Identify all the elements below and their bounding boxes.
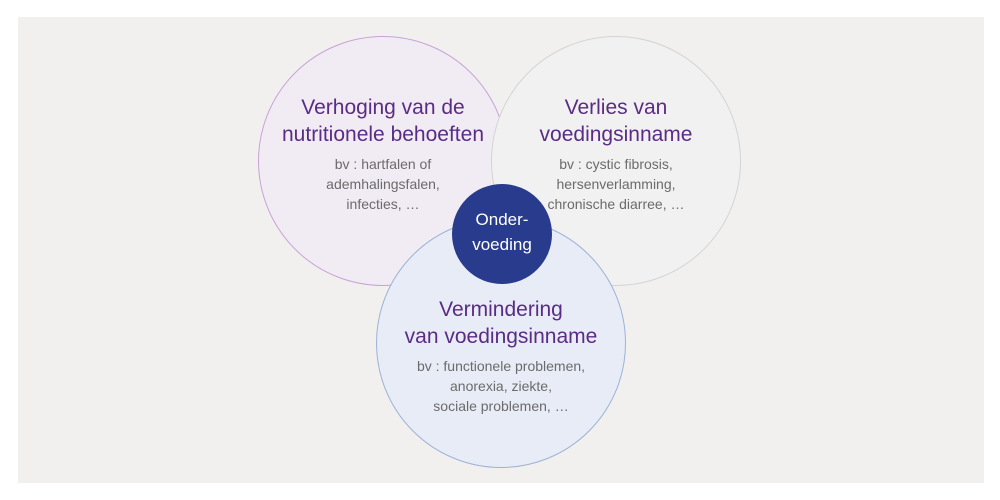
loss-of-intake-example-line: chronische diarree, … <box>547 196 685 212</box>
loss-of-intake-example-line: bv : cystic fibrosis, <box>559 156 673 172</box>
increased-needs-example-line: ademhalingsfalen, <box>326 176 440 192</box>
increased-needs-title: Verhoging van de nutritionele behoeften <box>258 94 508 148</box>
increased-needs-example-line: bv : hartfalen of <box>334 156 432 172</box>
increased-needs-examples: bv : hartfalen of ademhalingsfalen, infe… <box>258 154 508 214</box>
reduced-intake-text: Vermindering van voedingsinname bv : fun… <box>376 296 626 416</box>
reduced-intake-title-line: van voedingsinname <box>404 325 598 348</box>
reduced-intake-example-line: sociale problemen, … <box>433 398 569 414</box>
loss-of-intake-title: Verlies van voedingsinname <box>491 94 741 148</box>
increased-needs-title-line: nutritionele behoeften <box>282 123 484 146</box>
reduced-intake-title-line: Vermindering <box>439 298 563 321</box>
loss-of-intake-examples: bv : cystic fibrosis, hersenverlamming, … <box>491 154 741 214</box>
loss-of-intake-title-line: voedingsinname <box>539 123 693 146</box>
reduced-intake-title: Vermindering van voedingsinname <box>376 296 626 350</box>
loss-of-intake-text: Verlies van voedingsinname bv : cystic f… <box>491 94 741 214</box>
reduced-intake-examples: bv : functionele problemen, anorexia, zi… <box>376 356 626 416</box>
loss-of-intake-title-line: Verlies van <box>564 96 668 119</box>
increased-needs-title-line: Verhoging van de <box>301 96 465 119</box>
malnutrition-label-line: voeding <box>472 235 532 254</box>
malnutrition-label-line: Onder- <box>475 210 529 229</box>
malnutrition-label: Onder- voeding <box>452 207 552 257</box>
reduced-intake-example-line: bv : functionele problemen, <box>416 358 586 374</box>
reduced-intake-example-line: anorexia, ziekte, <box>450 378 552 394</box>
loss-of-intake-example-line: hersenverlamming, <box>556 176 676 192</box>
increased-needs-text: Verhoging van de nutritionele behoeften … <box>258 94 508 214</box>
circle-malnutrition <box>452 184 552 284</box>
increased-needs-example-line: infecties, … <box>346 196 420 212</box>
